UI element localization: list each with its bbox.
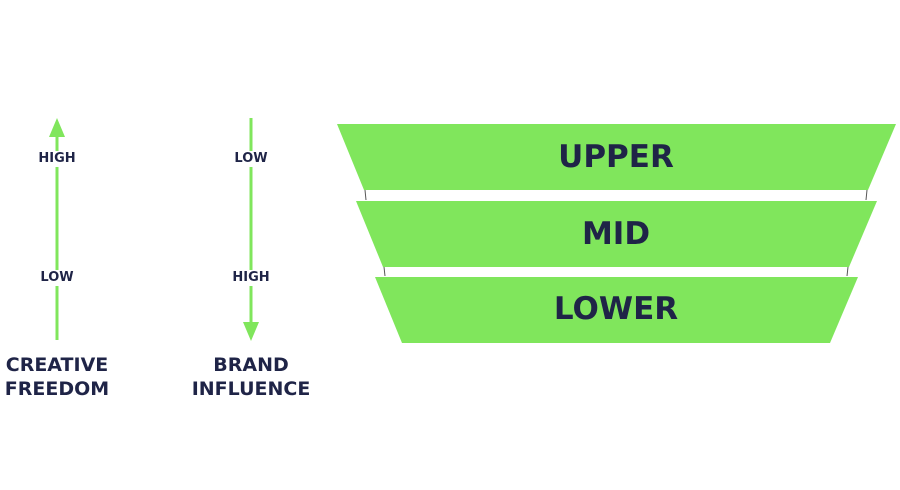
funnel-connector-right-2	[846, 266, 849, 277]
brand-influence-title: BRAND INFLUENCE	[192, 353, 311, 401]
funnel-label-lower: LOWER	[553, 291, 679, 327]
funnel-connector-right-1	[865, 189, 868, 201]
creative-freedom-title-line1: CREATIVE	[5, 354, 109, 376]
creative-freedom-title: CREATIVE FREEDOM	[5, 353, 109, 401]
creative-freedom-low-label: LOW	[40, 270, 74, 286]
funnel-label-mid: MID	[581, 216, 651, 252]
funnel-connector-left-1	[364, 189, 367, 201]
funnel-band-lower	[375, 277, 858, 343]
funnel-band-mid	[356, 201, 877, 267]
brand-influence-title-line2: INFLUENCE	[191, 378, 311, 400]
brand-influence-title-line1: BRAND	[213, 354, 289, 376]
funnel-label-upper: UPPER	[558, 139, 674, 175]
creative-freedom-title-line2: FREEDOM	[4, 378, 110, 400]
creative-freedom-arrow	[49, 118, 65, 340]
brand-influence-low-label: LOW	[234, 151, 268, 167]
funnel-band-upper	[337, 124, 896, 190]
creative-freedom-high-label: HIGH	[38, 151, 76, 167]
funnel-connector-left-2	[383, 266, 386, 277]
brand-influence-high-label: HIGH	[232, 270, 270, 286]
